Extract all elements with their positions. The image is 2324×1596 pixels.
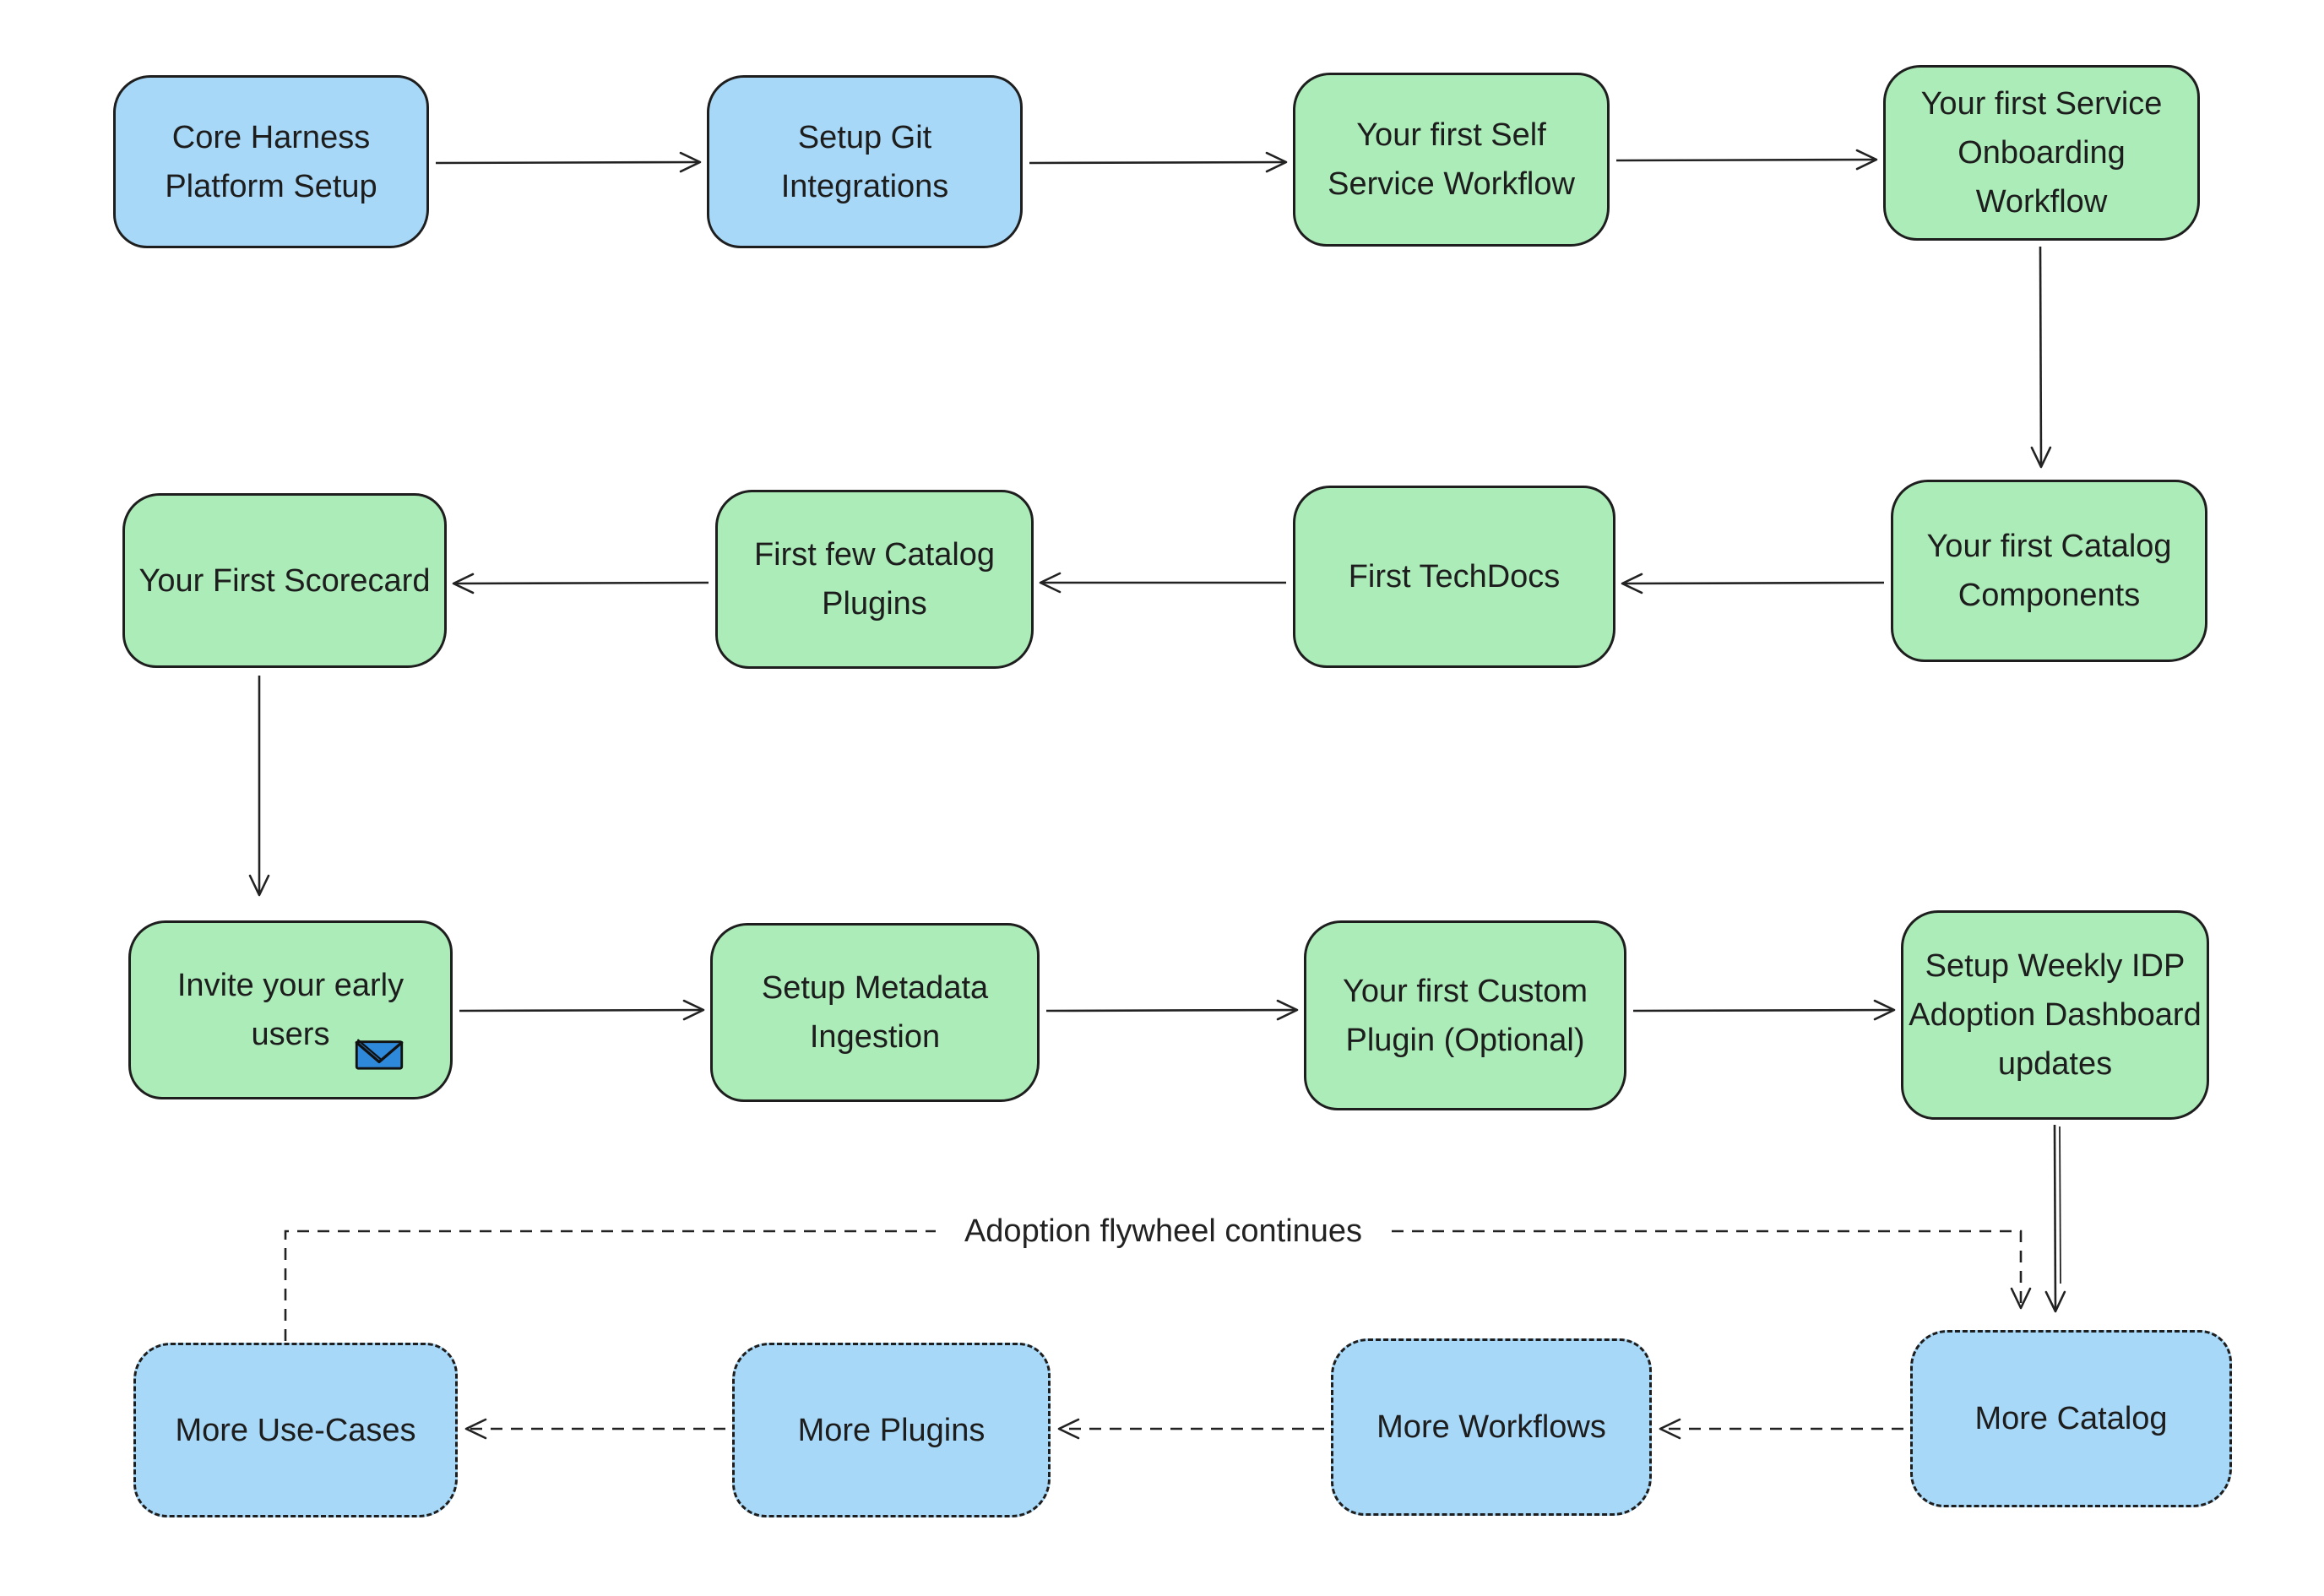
arrow-catalog-plugins-to-scorecard bbox=[452, 573, 709, 594]
node-label: First few Catalog Plugins bbox=[753, 537, 996, 622]
node-more-workflows: More Workflows bbox=[1331, 1338, 1652, 1516]
node-label: Your first Service Onboarding Workflow bbox=[1920, 86, 2163, 220]
arrow-git-to-self-service bbox=[1029, 151, 1288, 173]
node-label: Setup Metadata Ingestion bbox=[761, 970, 989, 1055]
arrow-onboarding-down-to-catalog-components bbox=[2030, 246, 2052, 469]
node-first-few-catalog-plugins: First few Catalog Plugins bbox=[715, 490, 1034, 669]
node-more-plugins: More Plugins bbox=[732, 1343, 1051, 1517]
node-first-scorecard: Your First Scorecard bbox=[122, 493, 447, 668]
arrow-catalog-components-to-techdocs bbox=[1621, 573, 1885, 594]
node-first-service-onboarding-workflow: Your first Service Onboarding Workflow bbox=[1883, 65, 2200, 241]
node-first-custom-plugin: Your first Custom Plugin (Optional) bbox=[1304, 920, 1626, 1110]
arrow-dashboard-down-second-stroke bbox=[2059, 1126, 2061, 1284]
flywheel-label: Adoption flywheel continues bbox=[964, 1213, 1363, 1249]
envelope-icon bbox=[355, 1039, 404, 1070]
arrow-invite-to-metadata bbox=[459, 999, 705, 1021]
node-invite-early-users: Invite your early users bbox=[128, 920, 453, 1099]
node-label: Your first Self Service Workflow bbox=[1328, 117, 1575, 202]
node-label: First TechDocs bbox=[1348, 559, 1561, 594]
arrow-core-to-git bbox=[435, 151, 702, 173]
flywheel-dashed-line-right bbox=[1392, 1230, 2032, 1310]
node-label: More Use-Cases bbox=[175, 1412, 416, 1448]
node-first-techdocs: First TechDocs bbox=[1293, 486, 1615, 668]
node-label: Invite your early users bbox=[176, 968, 405, 1052]
node-setup-git-integrations: Setup Git Integrations bbox=[707, 75, 1023, 248]
node-label: Your first Custom Plugin (Optional) bbox=[1342, 973, 1588, 1058]
arrow-metadata-to-custom-plugin bbox=[1045, 999, 1299, 1021]
node-label: Your first Catalog Components bbox=[1926, 529, 2172, 613]
node-label: More Catalog bbox=[1974, 1401, 2168, 1436]
node-setup-metadata-ingestion: Setup Metadata Ingestion bbox=[710, 923, 1040, 1102]
node-more-catalog: More Catalog bbox=[1910, 1330, 2232, 1507]
node-label: Setup Git Integrations bbox=[780, 119, 949, 204]
node-first-self-service-workflow: Your first Self Service Workflow bbox=[1293, 73, 1610, 247]
node-label: Your First Scorecard bbox=[138, 562, 431, 599]
node-label: More Plugins bbox=[797, 1412, 986, 1448]
node-more-use-cases: More Use-Cases bbox=[133, 1343, 458, 1517]
node-label: More Workflows bbox=[1376, 1409, 1606, 1445]
node-weekly-idp-adoption-dashboard: Setup Weekly IDP Adoption Dashboard upda… bbox=[1901, 910, 2209, 1120]
arrow-custom-plugin-to-dashboard bbox=[1632, 999, 1896, 1021]
node-first-catalog-components: Your first Catalog Components bbox=[1891, 480, 2207, 662]
node-label: Setup Weekly IDP Adoption Dashboard upda… bbox=[1909, 948, 2202, 1082]
flywheel-dashed-line-left bbox=[284, 1230, 936, 1341]
node-label: Core Harness Platform Setup bbox=[165, 119, 377, 204]
node-core-harness-platform-setup: Core Harness Platform Setup bbox=[113, 75, 429, 248]
